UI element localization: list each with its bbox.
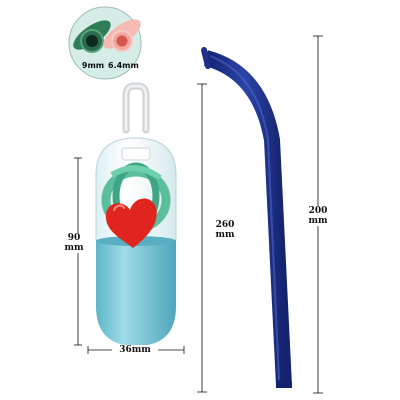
inset-label-6-4mm: 6.4mm <box>108 61 139 70</box>
inset-label-9mm: 9mm <box>81 61 105 70</box>
case-width-label: 36mm <box>112 345 158 355</box>
case-height-label: 90 mm <box>60 233 88 253</box>
inset-circle <box>68 6 142 80</box>
straw-case <box>95 82 177 346</box>
straw-total-length-label: 260 mm <box>215 220 235 240</box>
folding-straw <box>201 47 292 388</box>
straw-straight-length-label: 200 mm <box>301 206 335 226</box>
